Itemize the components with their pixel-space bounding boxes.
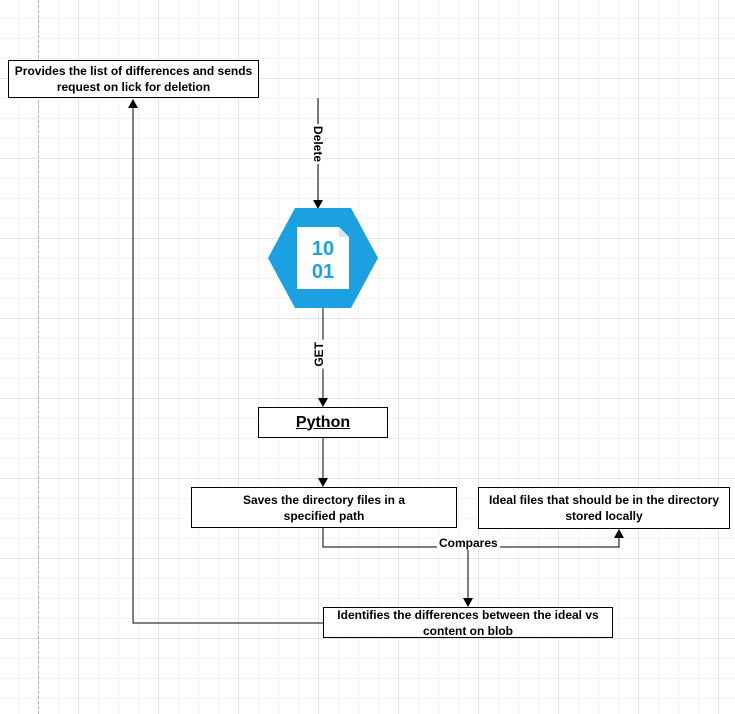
blob-document-fold: [339, 227, 349, 237]
edge-identifies-to-frontend: [128, 99, 323, 624]
ideal-files-node-label: Ideal files that should be in the direct…: [488, 493, 720, 523]
saves-node-label: Saves the directory files in a specified…: [242, 492, 406, 523]
blob-document-icon: [297, 227, 349, 289]
python-node-label: Python: [295, 413, 351, 431]
frontend-node[interactable]: Provides the list of differences and sen…: [8, 60, 259, 98]
canvas-guide-line: [38, 0, 39, 714]
blob-storage-icon[interactable]: 10 01: [268, 208, 378, 308]
frontend-node-label: Provides the list of differences and sen…: [14, 64, 253, 94]
identifies-node[interactable]: Identifies the differences between the i…: [323, 607, 613, 638]
edge-label-compares: Compares: [437, 536, 500, 550]
edge-label-delete: Delete: [311, 124, 325, 165]
blob-digits-bottom: 01: [312, 261, 334, 283]
ideal-files-node[interactable]: Ideal files that should be in the direct…: [478, 487, 730, 529]
blob-digits-top: 10: [312, 238, 334, 260]
saves-node[interactable]: Saves the directory files in a specified…: [191, 487, 457, 528]
identifies-node-label: Identifies the differences between the i…: [337, 607, 599, 638]
edge-label-get: GET: [312, 340, 326, 369]
python-node[interactable]: Python: [258, 407, 388, 438]
